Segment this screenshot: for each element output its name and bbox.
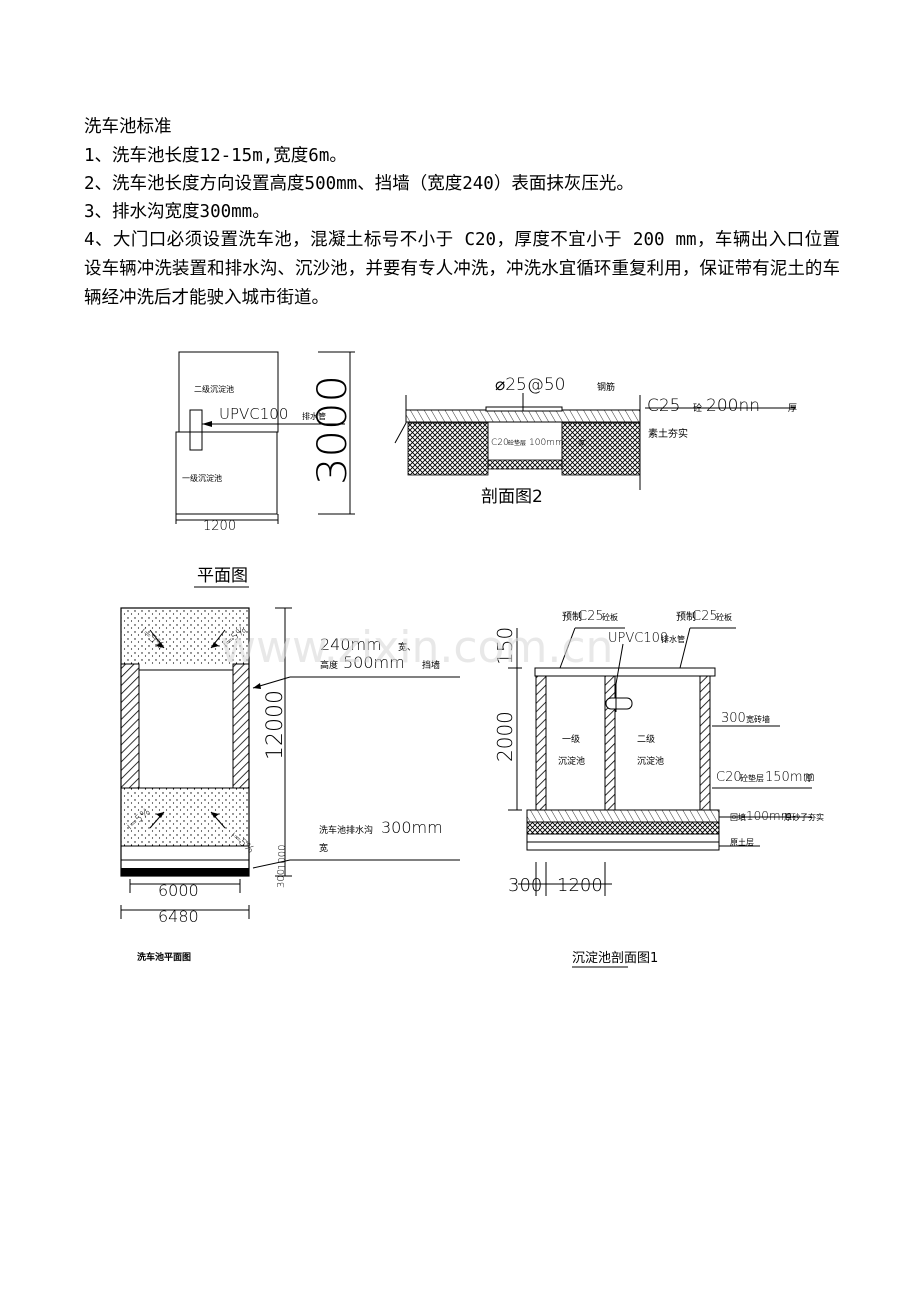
dim-1200-s1: 1200 bbox=[557, 875, 603, 896]
dim-300-s1: 300 bbox=[508, 875, 542, 896]
doc-item-2: 2、洗车池长度方向设置高度500mm、挡墙（宽度240）表面抹灰压光。 bbox=[84, 174, 634, 194]
svg-text:挡墙: 挡墙 bbox=[422, 659, 440, 671]
section1-title: 沉淀池剖面图1 bbox=[572, 951, 658, 966]
upper-pool-label: 二级沉淀池 bbox=[194, 384, 234, 394]
base-concrete bbox=[526, 809, 720, 823]
pipe-rect bbox=[189, 409, 203, 451]
dim-1200: 1200 bbox=[203, 519, 236, 534]
svg-text:200nn: 200nn bbox=[706, 396, 760, 416]
left-soil bbox=[407, 422, 489, 476]
section1-figure: 预制 C25 砼板 预制 C25 砼板 UPVC100 排水管 300 宽砖墙 … bbox=[493, 609, 824, 968]
svg-text:300: 300 bbox=[276, 869, 287, 888]
pool2-label: 二级 bbox=[637, 733, 655, 745]
svg-text:砼垫层: 砼垫层 bbox=[508, 439, 526, 447]
dim-6000: 6000 bbox=[158, 881, 199, 900]
svg-text:砼板: 砼板 bbox=[602, 612, 618, 622]
pipe-arrow bbox=[202, 421, 212, 427]
small-plan-figure: 二级沉淀池 一级沉淀池 UPVC100 排水管 3000 1200 平面图 bbox=[175, 351, 356, 588]
svg-text:沉淀池: 沉淀池 bbox=[637, 755, 664, 767]
svg-text:厚: 厚 bbox=[805, 774, 813, 783]
slab-right-label: C25 bbox=[692, 609, 718, 624]
svg-text:预制: 预制 bbox=[562, 610, 582, 623]
doc-item-3: 3、排水沟宽度300mm。 bbox=[84, 202, 270, 222]
wall-mid bbox=[604, 675, 616, 811]
svg-text:砼垫层: 砼垫层 bbox=[740, 773, 764, 783]
lower-pool-outline bbox=[175, 431, 278, 515]
svg-text:回填: 回填 bbox=[730, 812, 746, 822]
bottom-apron bbox=[121, 788, 249, 846]
dim-2000: 2000 bbox=[493, 711, 517, 762]
pipe-label-s1: UPVC100 bbox=[608, 631, 668, 646]
section2-figure: ⌀25@50 钢筋 C25 砼 200nn 厚 素土夯实 C20 砼垫层 100… bbox=[394, 375, 797, 507]
small-plan-title: 平面图 bbox=[197, 566, 248, 586]
top-apron bbox=[121, 608, 249, 664]
wall-left bbox=[535, 675, 547, 811]
concrete-label: C25 bbox=[647, 396, 681, 416]
svg-text:砼板: 砼板 bbox=[716, 612, 732, 622]
svg-text:C20: C20 bbox=[716, 770, 742, 785]
sand-layer bbox=[526, 821, 720, 835]
section2-title: 剖面图2 bbox=[481, 487, 543, 507]
doc-item-4: 4、大门口必须设置洗车池，混凝土标号不小于 C20，厚度不宜小于 200 mm，… bbox=[84, 230, 840, 308]
svg-text:500mm: 500mm bbox=[343, 653, 405, 672]
svg-text:原土层: 原土层 bbox=[730, 837, 754, 847]
drain-label: 洗车池排水沟 bbox=[319, 824, 373, 836]
svg-text:预制: 预制 bbox=[676, 610, 696, 623]
svg-text:300: 300 bbox=[721, 711, 746, 726]
right-wall bbox=[232, 663, 250, 789]
dim-6480: 6480 bbox=[158, 907, 199, 926]
rebar-label: ⌀25@50 bbox=[495, 375, 566, 395]
slab-left-label: C25 bbox=[578, 609, 604, 624]
right-soil bbox=[561, 422, 641, 476]
svg-text:砼: 砼 bbox=[693, 402, 702, 414]
svg-text:排水管: 排水管 bbox=[661, 634, 685, 644]
svg-text:300mm: 300mm bbox=[381, 818, 443, 837]
wall-dim: 240mm bbox=[320, 635, 382, 654]
dim-12000: 12000 bbox=[263, 690, 288, 760]
pool-plan-title: 洗车池平面图 bbox=[137, 951, 191, 963]
pipe-label: UPVC100 bbox=[219, 405, 288, 423]
dim-3000: 3000 bbox=[310, 375, 356, 485]
rebar-suffix: 钢筋 bbox=[597, 381, 615, 393]
svg-text:高度: 高度 bbox=[320, 659, 338, 671]
doc-item-1: 1、洗车池长度12-15m,宽度6m。 bbox=[84, 146, 347, 166]
soil-label: 素土夯实 bbox=[648, 427, 688, 440]
lower-pool-label: 一级沉淀池 bbox=[182, 473, 222, 483]
drain-ditch bbox=[121, 868, 249, 876]
svg-text:沉淀池: 沉淀池 bbox=[558, 755, 585, 767]
svg-text:100mm: 100mm bbox=[746, 809, 792, 823]
pit-label: C20 bbox=[491, 438, 509, 448]
pool1-label: 一级 bbox=[562, 733, 580, 745]
watermark: www.zixin.com.cn bbox=[220, 622, 613, 673]
left-wall bbox=[120, 663, 140, 789]
svg-text:100mm: 100mm bbox=[529, 438, 564, 448]
svg-text:宽砖墙: 宽砖墙 bbox=[746, 714, 770, 724]
wall-right bbox=[699, 675, 711, 811]
pit-base bbox=[487, 459, 563, 470]
svg-text:宽: 宽 bbox=[319, 842, 328, 854]
svg-text:厚: 厚 bbox=[579, 440, 585, 447]
top-slab bbox=[405, 409, 641, 423]
dim-150: 150 bbox=[493, 627, 517, 665]
doc-heading: 洗车池标准 bbox=[84, 117, 172, 137]
pool-plan-figure: i=5% i=5% i=5% i=5% 12000 300 1000 240mm… bbox=[120, 607, 460, 963]
svg-text:厚砂子夯实: 厚砂子夯实 bbox=[784, 812, 824, 822]
svg-text:150mm: 150mm bbox=[765, 770, 815, 785]
svg-text:厚: 厚 bbox=[788, 403, 797, 414]
svg-text:宽、: 宽、 bbox=[398, 641, 416, 653]
cover-slab bbox=[534, 667, 716, 677]
pipe-suffix: 排水管 bbox=[302, 411, 326, 421]
svg-text:1000: 1000 bbox=[277, 845, 288, 870]
